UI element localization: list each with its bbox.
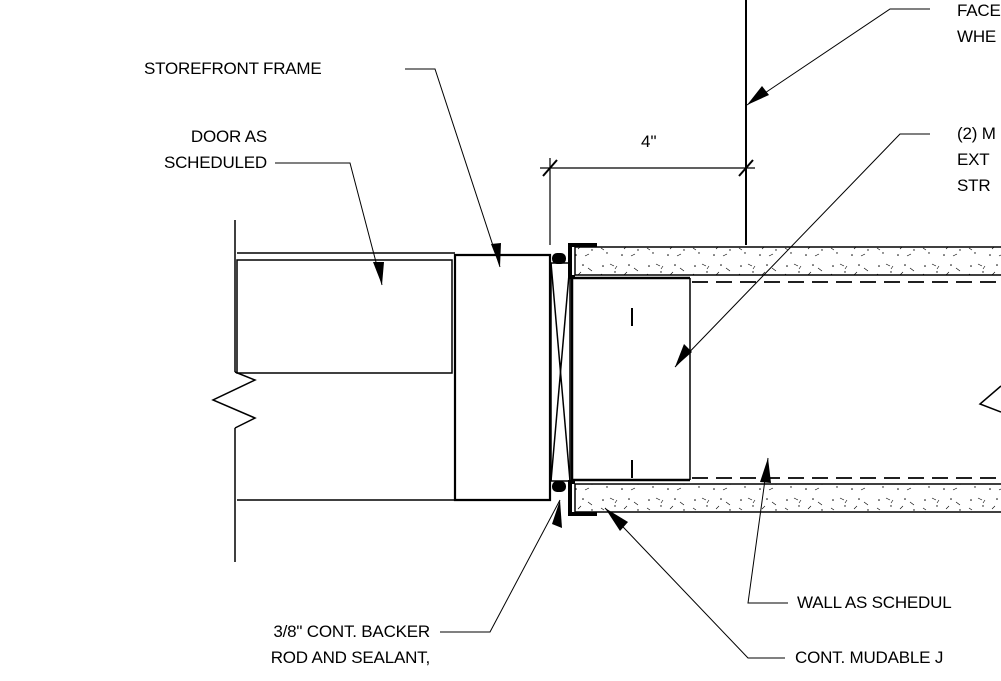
sealant-bottom	[552, 481, 566, 492]
gypsum-board-bottom	[575, 484, 1001, 512]
metal-stud	[572, 278, 690, 480]
dimension-label: 4"	[641, 132, 657, 151]
break-mark-right	[980, 386, 1001, 412]
door-label-line2: SCHEDULED	[163, 153, 267, 172]
wall-hidden-lines	[692, 282, 1001, 478]
mudable-j-label: CONT. MUDABLE J	[795, 648, 944, 667]
studs-label-line3: STR	[957, 176, 991, 195]
backer-rod-label-line1: 3/8" CONT. BACKER	[273, 622, 430, 641]
face-label-line1: FACE	[957, 1, 1001, 20]
arrowheads	[373, 86, 771, 531]
j-bead-trim	[570, 245, 597, 514]
face-label-line2: WHE	[957, 27, 997, 46]
door-panel	[213, 220, 455, 562]
backer-rod-label-line2: ROD AND SEALANT,	[270, 648, 430, 667]
gypsum-board-top	[575, 247, 1001, 275]
shim-blocking	[551, 263, 570, 481]
leader-lines	[275, 9, 930, 658]
wall-label: WALL AS SCHEDUL	[797, 593, 952, 612]
sealant-top	[552, 253, 566, 264]
dimension-line	[540, 158, 755, 245]
storefront-frame	[455, 255, 550, 500]
studs-label-line1: (2) M	[957, 124, 996, 143]
storefront-frame-label: STOREFRONT FRAME	[144, 59, 322, 78]
studs-label-line2: EXT	[957, 150, 990, 169]
door-label-line1: DOOR AS	[190, 127, 267, 146]
